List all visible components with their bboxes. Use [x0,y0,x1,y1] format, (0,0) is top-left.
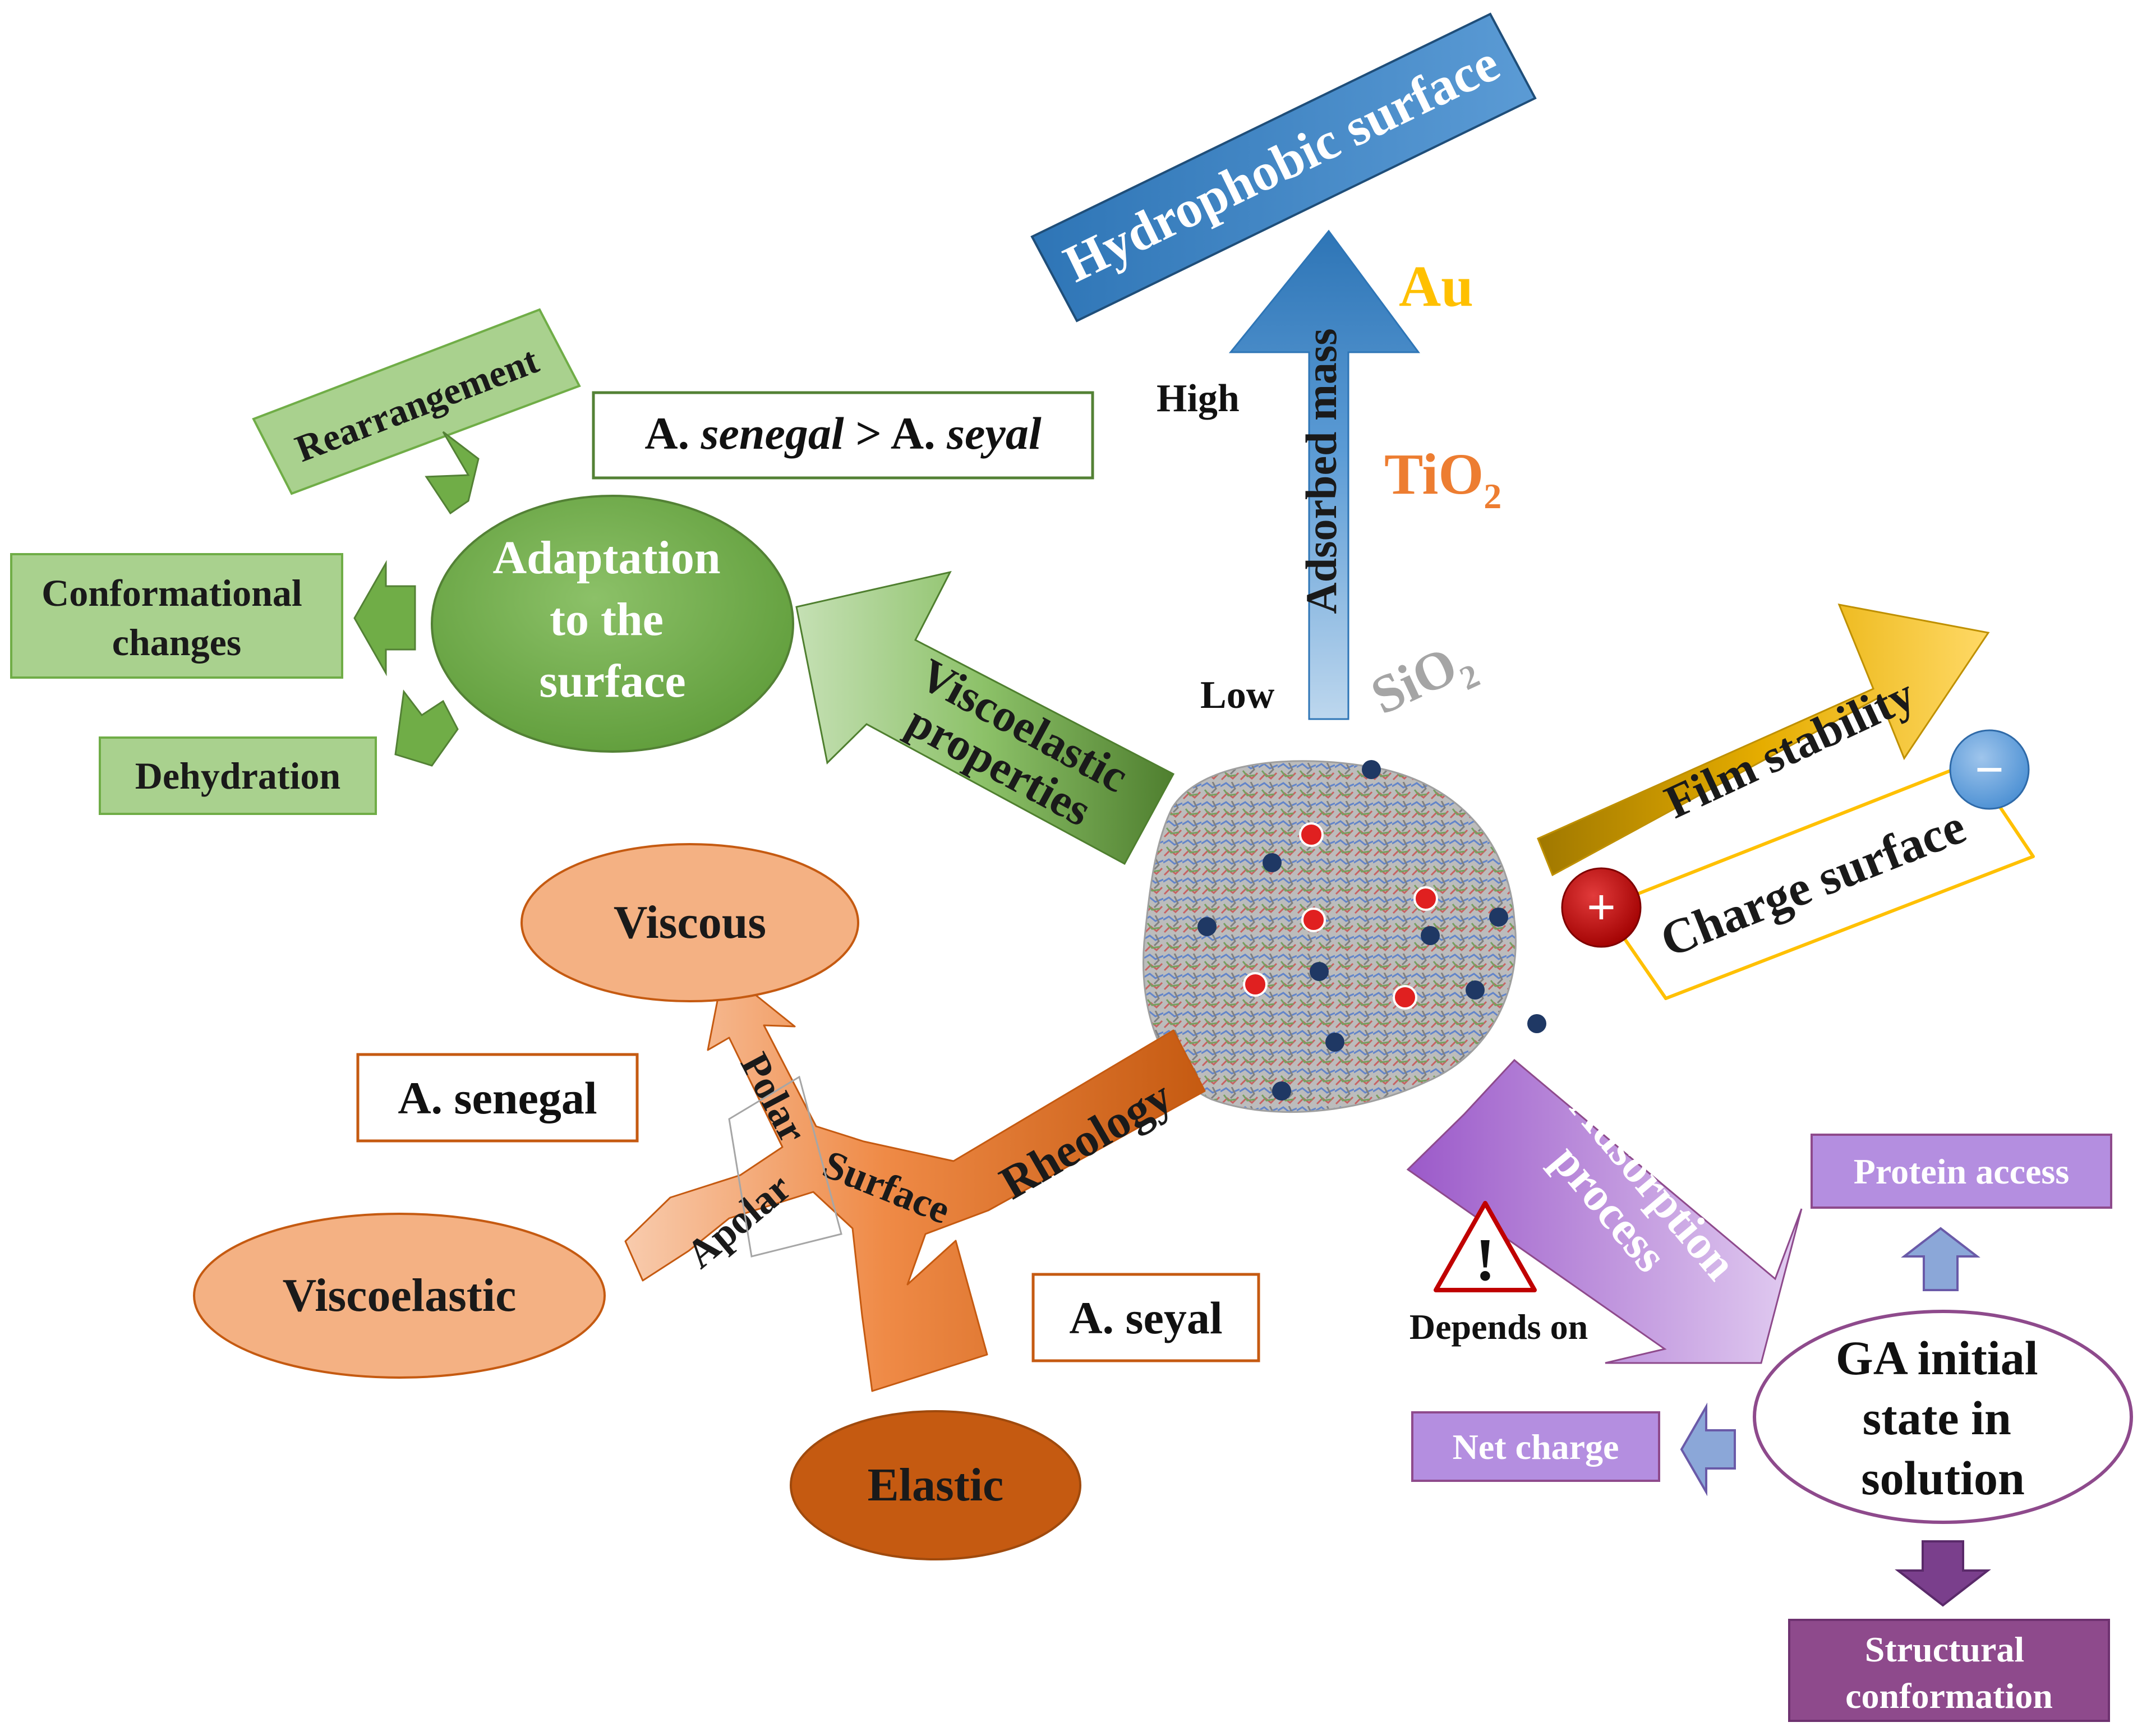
rearrangement-box: Rearrangement [252,308,581,495]
ga-initial-state-label: GA initial state in solution [1836,1331,2050,1505]
adaptation-circle: Adaptation to the surface [431,495,794,753]
warning-icon: ! [1434,1201,1537,1293]
elastic-ellipse: Elastic [790,1410,1081,1560]
svg-text:Viscoelastic: Viscoelastic [283,1269,517,1321]
tio2-label: TiO2 [1384,442,1501,516]
conformational-changes-arrow [353,560,416,676]
a-seyal-box: A. seyal [1031,1273,1260,1362]
plus-charge-icon: + [1561,867,1642,948]
net-charge-arrow [1680,1402,1736,1496]
rearrangement-arrow [425,431,480,515]
dehydration-arrow [394,689,459,767]
minus-charge-icon: − [1949,729,2030,810]
dehydration-label: Dehydration [135,754,340,797]
svg-text:A. senegal: A. senegal [398,1072,597,1123]
protein-access-arrow [1901,1227,1980,1291]
viscoelastic-properties-arrow: Viscoelastic properties [795,570,1175,865]
surface-frame [728,1075,842,1258]
conformational-changes-label: Conformational changes [42,572,312,664]
viscous-ellipse: Viscous [520,843,859,1002]
adaptation-label: Adaptation to the surface [492,532,732,707]
depends-on-label: Depends on [1409,1307,1588,1347]
polar-label: Polar [732,1046,816,1150]
structural-conformation-arrow [1895,1540,1991,1607]
svg-text:Protein access: Protein access [1854,1152,2069,1191]
viscoelastic-ellipse: Viscoelastic [193,1213,606,1379]
low-label: Low [1200,674,1275,717]
au-label: Au [1399,254,1473,319]
high-label: High [1157,377,1240,420]
species-comparison-box: A. senegal > A. seyal [592,391,1094,480]
ga-initial-state-ellipse: GA initial state in solution [1753,1310,2133,1524]
net-charge-box: Net charge [1411,1411,1660,1482]
gum-arabic-molecule-icon [1143,760,1546,1113]
dehydration-box: Dehydration [99,736,377,815]
conformational-changes-box: Conformational changes [10,553,343,679]
protein-access-box: Protein access [1811,1134,2112,1209]
svg-text:!: ! [1475,1227,1495,1293]
species-comparison-label: A. senegal > A. seyal [644,408,1041,459]
structural-conformation-label: Structural conformation [1845,1629,2053,1716]
svg-text:Viscous: Viscous [614,896,766,948]
adsorption-process-arrow: Adsorption process [1406,1058,1803,1364]
adsorbed-mass-arrow: Adsorbed mass [1228,229,1420,720]
svg-text:Net charge: Net charge [1453,1427,1619,1467]
adsorbed-mass-label: Adsorbed mass [1297,328,1346,614]
svg-text:+: + [1587,878,1616,936]
svg-text:−: − [1975,741,2004,798]
structural-conformation-box: Structural conformation [1788,1619,2110,1722]
svg-text:A. seyal: A. seyal [1069,1292,1222,1343]
a-senegal-box: A. senegal [356,1053,639,1143]
svg-text:Elastic: Elastic [868,1459,1004,1511]
sio2-label: SiO2 [1362,628,1485,734]
